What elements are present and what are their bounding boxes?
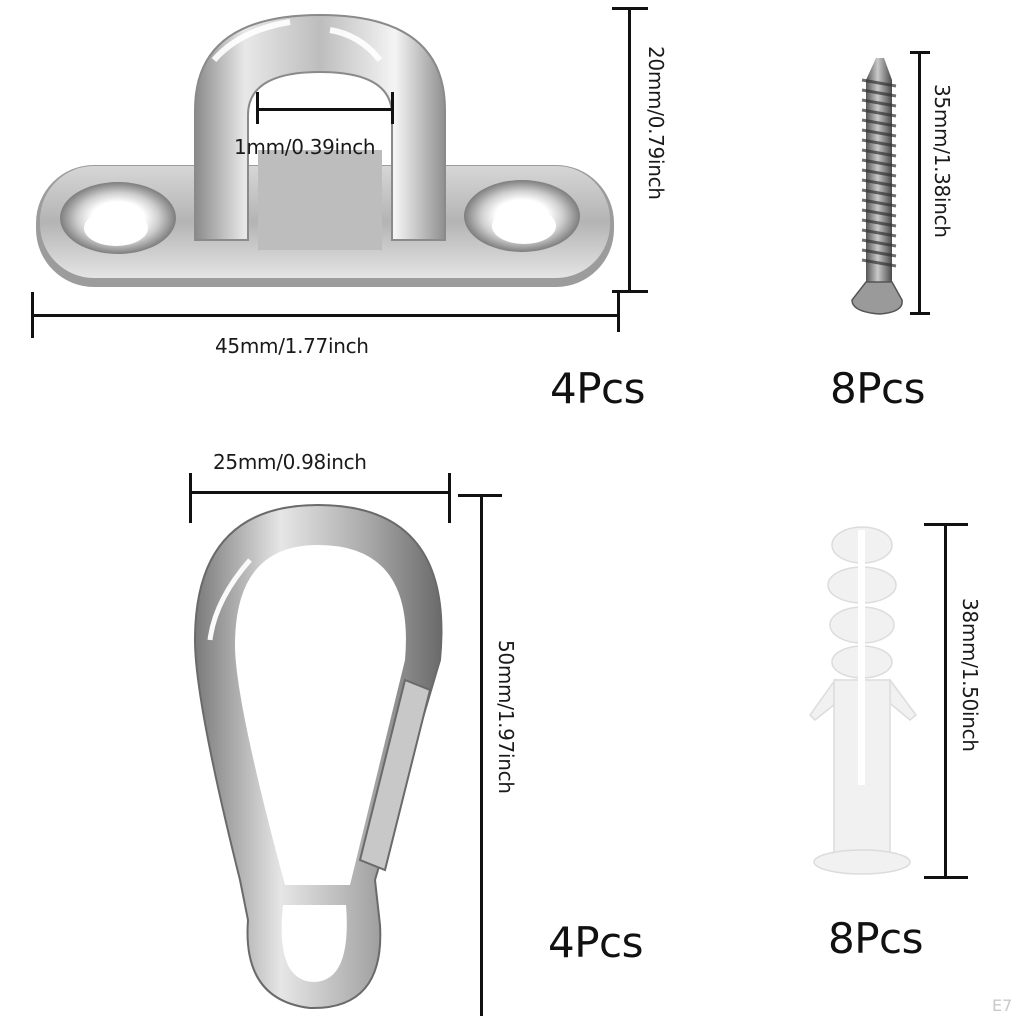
- hook-width-dimension-line: [190, 491, 450, 494]
- screw-quantity: 8Pcs: [830, 364, 926, 413]
- screw-dimension-line: [918, 52, 921, 314]
- screw-tick-top: [910, 51, 930, 54]
- snap-hook-quantity: 4Pcs: [548, 918, 644, 967]
- inner-width-tick-left: [256, 92, 259, 124]
- length-tick-left: [31, 292, 34, 338]
- inner-width-dimension-line: [257, 108, 393, 111]
- hook-width-tick-right: [448, 473, 451, 523]
- hook-width-tick-left: [189, 473, 192, 523]
- watermark: E7: [992, 996, 1013, 1015]
- wall-anchor-quantity: 8Pcs: [828, 914, 924, 963]
- anchor-dimension-line: [944, 524, 947, 878]
- anchor-tick-top: [924, 523, 968, 526]
- anchor-length-label: 38mm/1.50inch: [958, 598, 982, 752]
- height-label: 20mm/0.79inch: [644, 46, 668, 200]
- pad-eye-quantity: 4Pcs: [550, 364, 646, 413]
- height-tick-bottom: [612, 290, 648, 293]
- length-label: 45mm/1.77inch: [215, 334, 369, 358]
- height-tick-top: [612, 7, 648, 10]
- anchor-tick-bottom: [924, 876, 968, 879]
- hook-length-tick-top: [458, 494, 502, 497]
- inner-width-tick-right: [391, 92, 394, 124]
- hook-width-label: 25mm/0.98inch: [213, 450, 367, 474]
- hook-length-dimension-line: [480, 496, 483, 1016]
- length-dimension-line: [32, 314, 620, 317]
- screw-tick-bottom: [910, 312, 930, 315]
- height-dimension-line: [628, 8, 631, 292]
- inner-width-label: 1mm/0.39inch: [234, 135, 376, 159]
- hook-length-label: 50mm/1.97inch: [494, 640, 518, 794]
- screw-length-label: 35mm/1.38inch: [930, 84, 954, 238]
- length-tick-right: [617, 292, 620, 332]
